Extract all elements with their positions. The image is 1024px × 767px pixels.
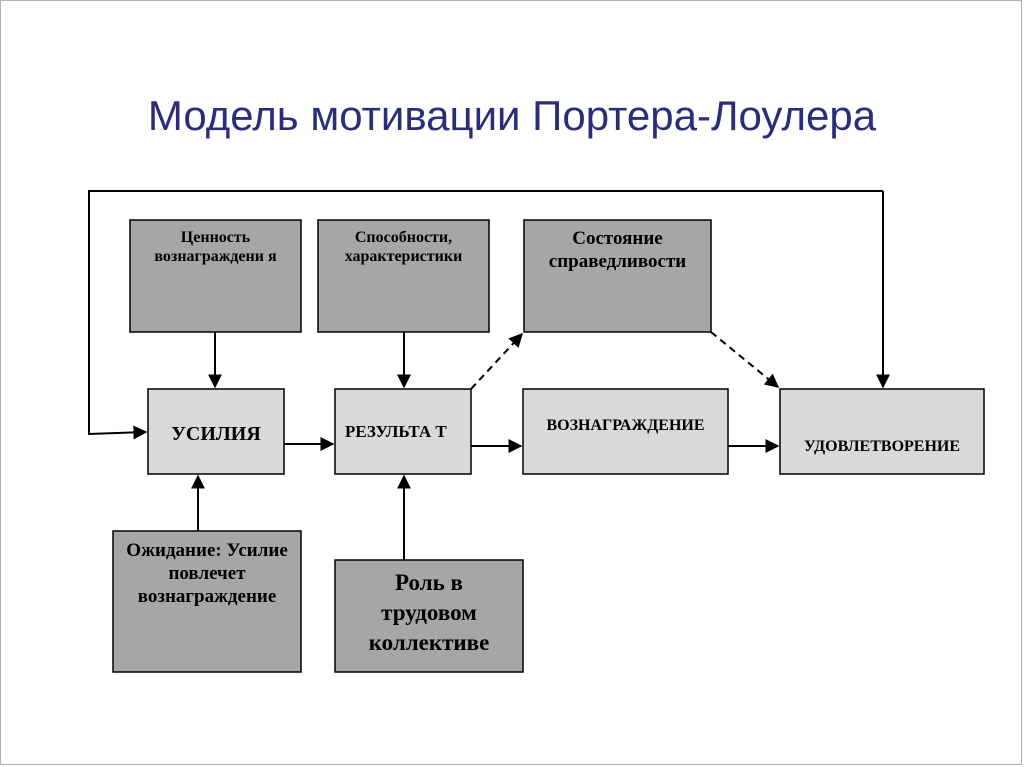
label-result: РЕЗУЛЬТА Т <box>345 422 447 441</box>
label-effort: УСИЛИЯ <box>171 423 261 445</box>
dashed-arrow-fairness-to-satisfaction <box>710 331 780 388</box>
label-reward: ВОЗНАГРАЖДЕНИЕ <box>546 417 705 434</box>
label-abilities: Способности, характеристики <box>344 229 463 266</box>
box-reward <box>522 388 729 475</box>
label-fairness: Состояние справедливости <box>548 228 687 272</box>
box-satisfaction <box>779 388 985 475</box>
box-effort <box>147 388 285 475</box>
label-satisfaction: УДОВЛЕТВОРЕНИЕ <box>803 438 961 455</box>
box-result <box>334 388 472 475</box>
box-abilities <box>317 219 490 333</box>
label-expectation: Ожидание: Усилие повлечет вознаграждение <box>126 540 288 607</box>
label-role: Роль в трудовом коллективе <box>368 570 490 655</box>
box-reward-value <box>129 219 302 333</box>
box-fairness <box>523 219 712 333</box>
feedback-loop-to-effort <box>88 190 883 440</box>
label-reward-value: Ценность вознаграждени я <box>154 229 277 266</box>
box-expectation <box>112 530 302 673</box>
page-title: Модель мотивации Портера-Лоулера <box>147 92 877 139</box>
box-role <box>334 559 524 673</box>
dashed-arrow-result-to-fairness <box>470 332 523 390</box>
